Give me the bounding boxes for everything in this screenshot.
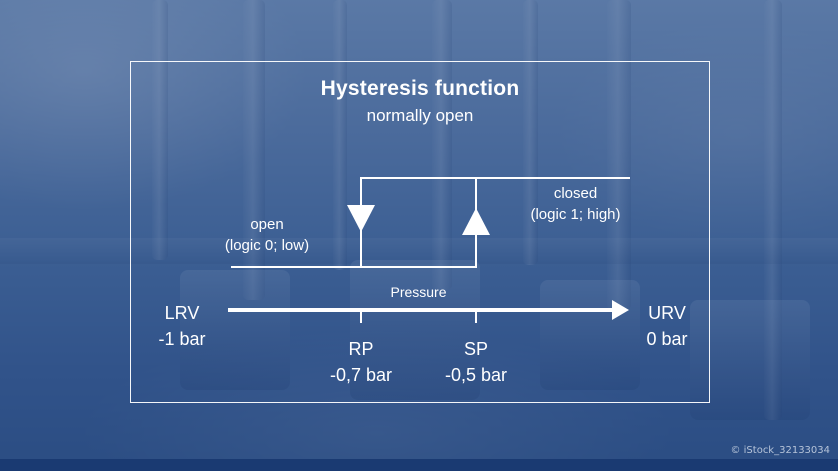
closed-logic-text: (logic 1; high) <box>530 206 621 223</box>
urv-label: URV 0 bar <box>623 300 711 352</box>
lrv-value: -1 bar <box>158 329 206 349</box>
rp-name: RP <box>348 339 374 359</box>
arrow-up-icon <box>462 208 490 235</box>
closed-state-label: closed (logic 1; high) <box>503 183 648 225</box>
urv-value: 0 bar <box>646 329 688 349</box>
open-level-line <box>231 266 477 268</box>
open-state-label: open (logic 0; low) <box>197 214 337 256</box>
arrow-down-icon <box>347 205 375 232</box>
open-label-text: open <box>250 216 284 233</box>
rp-label: RP -0,7 bar <box>316 336 406 388</box>
sp-label: SP -0,5 bar <box>431 336 521 388</box>
pressure-axis-line <box>228 308 614 312</box>
open-logic-text: (logic 0; low) <box>224 237 310 254</box>
rp-value: -0,7 bar <box>329 365 393 385</box>
lrv-name: LRV <box>164 303 200 323</box>
sp-tick <box>475 312 477 323</box>
diagram-frame: Hysteresis function normally open open (… <box>130 61 710 403</box>
urv-name: URV <box>648 303 686 323</box>
bottom-bar <box>0 459 838 471</box>
diagram-title: Hysteresis function <box>320 77 520 100</box>
closed-label-text: closed <box>553 185 598 202</box>
diagram-subtitle: normally open <box>366 106 474 125</box>
sp-value: -0,5 bar <box>444 365 508 385</box>
closed-level-line <box>360 177 630 179</box>
stock-watermark: © iStock_32133034 <box>730 445 830 456</box>
pressure-axis-label: Pressure <box>390 284 447 300</box>
lrv-label: LRV -1 bar <box>137 300 227 352</box>
axis-arrowhead-icon <box>612 300 629 320</box>
sp-name: SP <box>463 339 488 359</box>
rp-tick <box>360 312 362 323</box>
